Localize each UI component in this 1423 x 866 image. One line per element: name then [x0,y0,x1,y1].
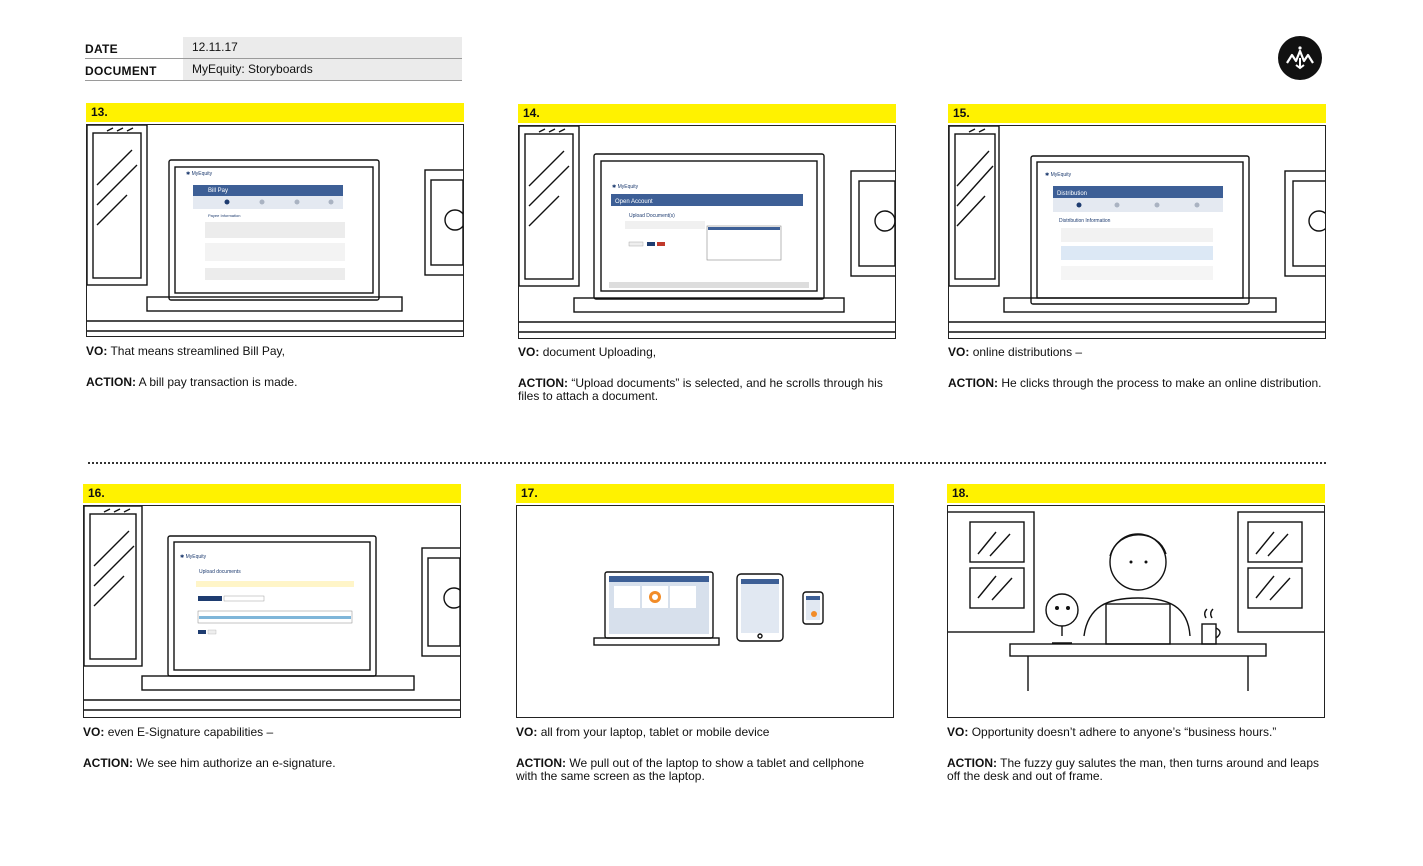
panel-frame: Open Account Upload Document(s) ✱ MyEqui… [518,125,896,339]
action-caption: ACTION: The fuzzy guy salutes the man, t… [947,756,1319,783]
panel-frame: Distribution Distribution Information ✱ … [948,125,1326,339]
panel-frame [947,505,1325,718]
panel-frame: Bill Pay Payee Information ✱ MyEquity [86,124,464,337]
vo-caption: VO: online distributions – [948,345,1083,359]
document-label: DOCUMENT [85,64,157,78]
panel-number: 14. [518,104,896,123]
date-label: DATE [85,42,118,56]
action-caption: ACTION: “Upload documents” is selected, … [518,376,883,403]
storyboard-panel-17: 17. VO: all from your laptop, tablet or … [516,484,894,784]
storyboard-panel-13: 13. Bill Pay Payee Information ✱ MyEqui [86,103,464,403]
sketch-office-scene [948,511,1324,691]
panel-frame [516,505,894,718]
action-caption: ACTION: We see him authorize an e-signat… [83,756,336,770]
panel-number: 17. [516,484,894,503]
vo-caption: VO: That means streamlined Bill Pay, [86,344,285,358]
storyboard-panel-15: 15. Distribution Distribution Informatio… [948,104,1326,404]
svg-text:Upload Document(s): Upload Document(s) [629,213,675,219]
storyboard-panel-14: 14. Open Account Upload Document(s) ✱ M [518,104,896,404]
action-caption: ACTION: We pull out of the laptop to sho… [516,756,864,783]
row-divider [88,462,1326,464]
action-caption: ACTION: A bill pay transaction is made. [86,375,298,389]
storyboard-panel-18: 18. [947,484,1325,784]
sketch-laptop-scene: Bill Pay Payee Information ✱ MyEquity [87,125,463,332]
brand-logo [1278,36,1322,80]
panel-number: 16. [83,484,461,503]
sketch-laptop-scene: Open Account Upload Document(s) ✱ MyEqui… [519,126,895,333]
storyboard-panel-16: 16. Upload documents ✱ MyEquity VO: even… [83,484,461,784]
svg-text:✱ MyEquity: ✱ MyEquity [1045,172,1072,178]
panel-number: 15. [948,104,1326,123]
panel-number: 18. [947,484,1325,503]
panel-number: 13. [86,103,464,122]
screen-title: Bill Pay [208,188,228,194]
devices-sketch [593,571,824,646]
header-divider-bottom [85,80,462,81]
document-value: MyEquity: Storyboards [183,59,462,80]
panel-frame: Upload documents ✱ MyEquity [83,505,461,718]
vo-caption: VO: document Uploading, [518,345,657,359]
sketch-laptop-scene: Distribution Distribution Information ✱ … [949,126,1325,333]
vo-caption: VO: all from your laptop, tablet or mobi… [516,725,770,739]
screen-title: Open Account [615,199,653,205]
svg-text:Distribution Information: Distribution Information [1059,218,1111,224]
screen-title: Upload documents [199,569,241,575]
screen-title: Distribution [1057,191,1087,197]
svg-text:✱ MyEquity: ✱ MyEquity [186,171,213,177]
vo-caption: VO: even E-Signature capabilities – [83,725,274,739]
svg-text:Payee Information: Payee Information [208,213,240,218]
svg-text:✱ MyEquity: ✱ MyEquity [612,184,639,190]
vo-caption: VO: Opportunity doesn’t adhere to anyone… [947,725,1277,739]
date-value: 12.11.17 [183,37,462,58]
action-caption: ACTION: He clicks through the process to… [948,376,1322,390]
header-divider [85,58,462,59]
svg-text:✱ MyEquity: ✱ MyEquity [180,554,207,560]
sketch-laptop-scene: Upload documents ✱ MyEquity [84,506,460,711]
